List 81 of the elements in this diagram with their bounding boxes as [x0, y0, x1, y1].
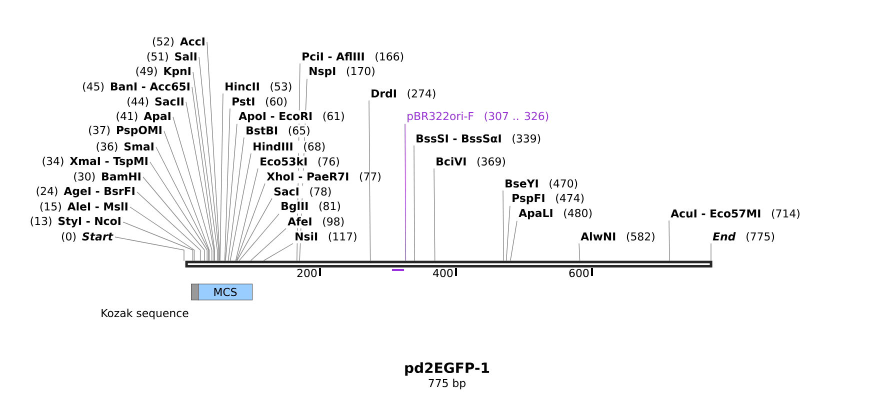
leader-line	[368, 100, 371, 262]
site-label: BstBI (65)	[244, 124, 312, 138]
leader-line	[668, 220, 670, 262]
leader-line	[164, 130, 210, 262]
site-label: (51) SalI	[145, 50, 199, 64]
leader-line	[235, 168, 258, 262]
leader-line	[414, 145, 415, 262]
leader-line	[225, 124, 238, 262]
site-label: BseYI (470)	[503, 178, 580, 190]
ruler-label: 600	[569, 268, 589, 278]
site-label: XhoI - PaeR7I (77)	[265, 170, 383, 184]
feature-label: Kozak sequence	[102, 308, 188, 320]
site-label: AfeI (98)	[286, 216, 346, 228]
leader-line	[206, 42, 220, 262]
site-label: (41) ApaI	[114, 110, 173, 124]
site-label: DrdI (274)	[369, 88, 438, 100]
site-label: ApoI - EcoRI (61)	[237, 110, 346, 124]
site-label: BglII (81)	[279, 200, 342, 214]
ruler-label: 200	[297, 268, 317, 278]
leader-line	[263, 243, 294, 262]
site-label: (36) SmaI	[94, 140, 156, 154]
caption: 775 bp	[428, 378, 466, 390]
leader-line	[150, 162, 208, 262]
site-label: ApaLI (480)	[517, 207, 594, 221]
site-label: PspFI (474)	[510, 192, 586, 206]
site-label: NspI (170)	[307, 65, 377, 79]
site-label: PstI (60)	[230, 96, 289, 108]
leader-line	[136, 192, 201, 262]
sequence-bar	[185, 260, 712, 268]
leader-line	[192, 72, 218, 262]
leader-line	[238, 214, 280, 262]
leader-line	[230, 153, 252, 262]
leader-line	[236, 198, 272, 262]
leader-line	[506, 206, 510, 262]
leader-line	[142, 176, 205, 262]
feature-box: MCS	[198, 284, 253, 300]
site-label: HincII (53)	[223, 80, 294, 94]
leader-line	[250, 228, 286, 262]
leader-line	[114, 236, 184, 262]
feature-box	[191, 284, 199, 300]
leader-line	[710, 243, 712, 262]
leader-line	[510, 220, 518, 262]
leader-line	[156, 146, 209, 262]
leader-line	[502, 190, 504, 262]
site-label: BssSI - BssSαI (339)	[414, 132, 542, 146]
site-label: (52) AccI	[150, 36, 207, 48]
leader-line	[224, 108, 230, 262]
site-label: (13) StyI - NcoI	[28, 215, 123, 229]
site-label: HindIII (68)	[251, 140, 327, 154]
site-label: End (775)	[711, 230, 776, 244]
site-label: (37) PspOMI	[86, 124, 164, 138]
site-label: (44) SacII	[125, 96, 186, 108]
leader-line	[236, 183, 266, 262]
site-label: AlwNI (582)	[579, 230, 657, 244]
leader-line	[130, 206, 195, 262]
site-label: (24) AgeI - BsrFI	[34, 185, 137, 199]
site-label: AcuI - Eco57MI (714)	[669, 208, 802, 220]
site-label: Eco53kI (76)	[258, 156, 342, 168]
site-label: SacI (78)	[272, 186, 334, 198]
site-label: BciVI (369)	[434, 156, 508, 168]
leader-line	[172, 116, 212, 262]
leader-line	[122, 222, 194, 262]
leader-line	[220, 93, 224, 262]
site-label: (15) AleI - MslI	[38, 200, 130, 214]
leader-line	[404, 124, 406, 262]
site-label: (0) Start	[60, 230, 115, 244]
site-label: (49) KpnI	[134, 65, 193, 79]
leader-line	[578, 243, 580, 262]
leader-line	[434, 168, 436, 262]
leader-line	[186, 102, 214, 262]
ruler-label: 400	[433, 268, 453, 278]
primer-label: pBR322ori-F (307 .. 326)	[405, 110, 550, 124]
leader-line	[198, 56, 220, 262]
site-label: PciI - AflIII (166)	[300, 50, 406, 64]
leader-line	[192, 86, 215, 262]
site-label: (30) BamHI	[72, 170, 143, 184]
title: pd2EGFP-1	[405, 362, 490, 376]
site-label: (45) BanI - Acc65I	[80, 80, 192, 94]
site-label: (34) XmaI - TspMI	[40, 155, 150, 169]
leader-line	[228, 137, 244, 262]
site-label: NsiI (117)	[293, 230, 359, 244]
